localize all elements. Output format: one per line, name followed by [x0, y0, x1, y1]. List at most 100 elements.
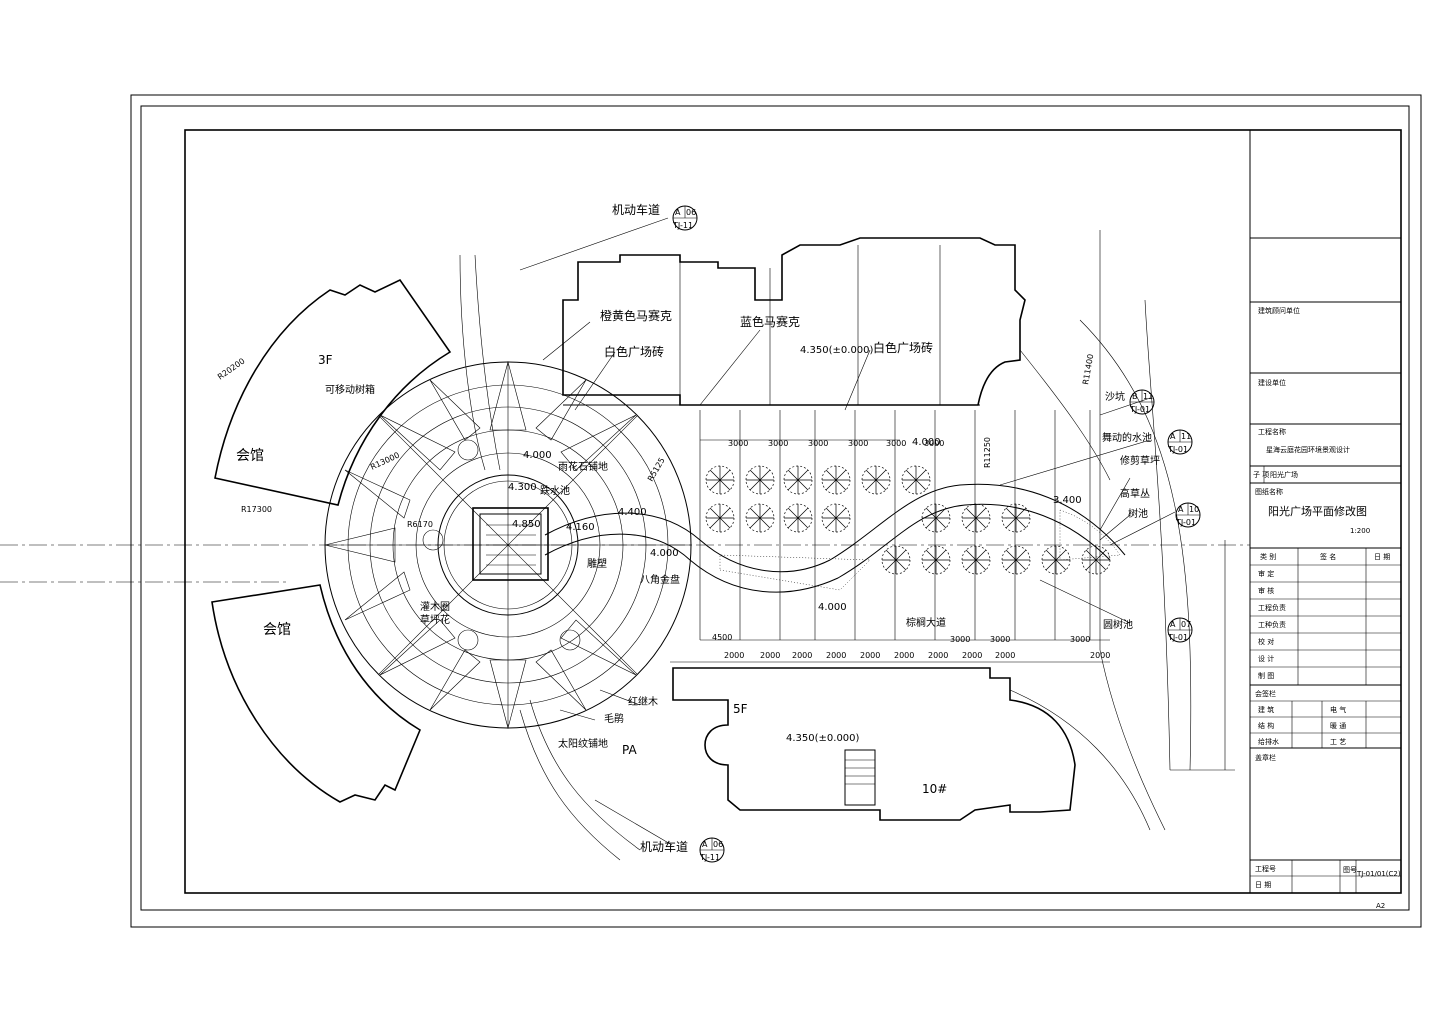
palm-tree — [1001, 545, 1031, 575]
label-road-top: 机动车道 — [612, 202, 660, 217]
tb-sign-row-1: 审 定 — [1258, 569, 1274, 578]
outer-frame — [130, 94, 1422, 928]
clubhouse-top-building — [214, 278, 452, 506]
callout-c2-top: B — [1132, 392, 1138, 401]
stair-core — [844, 749, 876, 806]
dim-bottom-6: 2000 — [860, 651, 880, 660]
dim-top-4: 3000 — [848, 439, 868, 448]
label-elev-top-bldg: 4.350(±0.000) — [800, 345, 874, 356]
tb-sign-header-1: 类 别 — [1260, 552, 1276, 561]
tb-project-name: 星海云庭花园环境景观设计 — [1266, 445, 1350, 454]
planter-3 — [457, 629, 479, 651]
label-dim-r7300: R17300 — [241, 505, 272, 514]
palm-tree — [783, 503, 813, 533]
dims-top-row: 3000 3000 3000 3000 3000 3000 — [728, 439, 944, 448]
palm-tree — [881, 545, 911, 575]
label-dim-r6170: R6170 — [407, 520, 433, 529]
water-ripples — [486, 524, 536, 566]
label-dim-r11250: R11250 — [983, 437, 992, 468]
tb-project-no-label: 工程号 — [1255, 864, 1276, 873]
inner-frame — [140, 105, 1410, 911]
label-elev-3400: 3.400 — [1053, 495, 1082, 506]
callout-c1: A 06 TJ-11 — [672, 205, 698, 231]
dim-top-6: 3000 — [924, 439, 944, 448]
tb-sign-row-2: 审 核 — [1258, 586, 1274, 595]
palm-tree — [745, 503, 775, 533]
callout-c4-right: 10 — [1189, 505, 1199, 514]
label-tree-pool: 树池 — [1128, 507, 1148, 520]
winding-path-lower — [544, 503, 1111, 593]
callout-c5-bottom: TJ-01 — [1167, 633, 1188, 642]
dim-bottom-11: 3000 — [950, 635, 970, 644]
label-elev-4300: 4.300 — [508, 482, 537, 493]
tb-sign-row-5: 校 对 — [1258, 637, 1274, 646]
label-clubhouse-top: 会馆 — [236, 448, 264, 464]
tb-design-consult: 建筑顾问单位 — [1258, 306, 1300, 315]
tb-sign-header-3: 日 期 — [1374, 553, 1390, 561]
tb-sign-row-7: 制 图 — [1258, 671, 1274, 680]
label-elev-4160: 4.160 — [566, 522, 595, 533]
boulevard-grid — [670, 410, 1110, 663]
callout-c5-top: A — [1170, 620, 1176, 629]
stair-treads — [845, 759, 875, 785]
dim-bottom-5: 2000 — [826, 651, 846, 660]
palm-tree — [901, 465, 931, 495]
label-white-tile-right: 白色广场砖 — [873, 340, 933, 355]
label-octagon: 八角金盘 — [640, 573, 680, 586]
tb-date-label: 日 期 — [1255, 881, 1271, 889]
tb-sheet-size: A2 — [1376, 902, 1385, 910]
dim-bottom-1: 4500 — [712, 633, 732, 642]
callout-c3-top: A — [1170, 432, 1176, 441]
dim-bottom-13: 3000 — [1070, 635, 1090, 644]
dim-bottom-10: 2000 — [995, 651, 1015, 660]
planter-2 — [422, 529, 444, 551]
water-feature-outer — [472, 507, 549, 581]
planter-4 — [559, 629, 581, 651]
planter-1 — [457, 439, 479, 461]
label-hairy-rush: 毛鹃 — [604, 712, 624, 725]
bottom-building — [672, 667, 1076, 821]
callout-c5-right: 07 — [1181, 620, 1191, 629]
callout-c1-bottom: TJ-11 — [672, 221, 693, 230]
label-flower-bed: 草坪花 — [420, 613, 450, 626]
callout-c3-bottom: TJ-01 — [1167, 445, 1188, 454]
palm-tree — [745, 465, 775, 495]
label-dim-r20200: R20200 — [216, 356, 247, 381]
leader-lines — [519, 217, 1176, 846]
tb-sign-row-3: 工程负责 — [1258, 603, 1286, 612]
tb-client: 建设单位 — [1258, 378, 1286, 387]
palm-tree — [961, 545, 991, 575]
tb-drawing-name-label: 图纸名称 — [1255, 487, 1283, 496]
callout-c1-right: 06 — [686, 208, 696, 217]
callout-c6-bottom: TJ-11 — [699, 853, 720, 862]
dim-bottom-4: 2000 — [792, 651, 812, 660]
tb-cosign-2a: 结 构 — [1258, 721, 1274, 730]
label-building-no: 10# — [922, 782, 947, 796]
clubhouse-bottom-building — [211, 584, 422, 803]
tb-drawing-no: TJ-01/01(C2) — [1356, 870, 1401, 878]
label-elev-bottom-bldg: 4.350(±0.000) — [786, 733, 860, 744]
tb-seal-label: 盖章栏 — [1255, 753, 1276, 762]
label-elev-4000-d: 4.000 — [818, 602, 847, 613]
tb-cosign-3b: 工 艺 — [1330, 738, 1346, 746]
tb-project-label: 工程名称 — [1258, 427, 1286, 436]
dim-bottom-14: 2000 — [1090, 651, 1110, 660]
callout-c3-right: 11 — [1181, 432, 1191, 441]
label-dim-r11400: R11400 — [1081, 353, 1095, 385]
label-tall-grass: 高草丛 — [1120, 487, 1150, 500]
label-pebble-paving: 雨花石铺地 — [558, 460, 608, 473]
label-elev-4000-c: 4.000 — [650, 548, 679, 559]
callout-c6-top: A — [702, 840, 708, 849]
callout-c6: A 06 TJ-11 — [699, 837, 725, 863]
label-floor-5f: 5F — [733, 702, 748, 716]
tb-cosign-3a: 给排水 — [1258, 737, 1279, 746]
callout-c2: B 11 TJ-01 — [1129, 389, 1155, 415]
tb-cosign-1a: 建 筑 — [1258, 705, 1274, 714]
label-movable-pool: 可移动树箱 — [325, 383, 375, 396]
title-block: 建筑顾问单位 建设单位 工程名称 星海云庭花园环境景观设计 子 项 阳光广场 图… — [1249, 130, 1401, 910]
callout-c4-top: A — [1178, 505, 1184, 514]
palm-tree — [1081, 545, 1111, 575]
label-elev-4000-a: 4.000 — [523, 450, 552, 461]
label-elev-4400: 4.400 — [618, 507, 647, 518]
